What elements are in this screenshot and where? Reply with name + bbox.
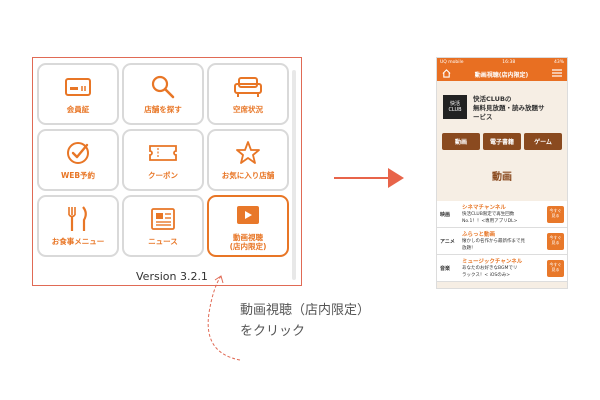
status-bar: UQ mobile 16:38 43%: [437, 58, 567, 67]
nav-title: 動画視聴(店内限定): [474, 71, 529, 79]
video-play-icon: [233, 201, 263, 229]
category-video-button[interactable]: 動画: [442, 133, 480, 150]
list-item: 映画 シネマチャンネル 快活CLUB限定で再生回数 No.1！！<専用アプリDL…: [437, 201, 567, 228]
item-info: ミュージックチャンネル あなたのお好きなBGMでリ ラックス！< iOSのみ>: [462, 257, 547, 278]
item-info: シネマチャンネル 快活CLUB限定で再生回数 No.1！！<専用アプリDL>: [462, 203, 547, 224]
tile-news[interactable]: ニュース: [122, 195, 204, 257]
fork-knife-icon: [63, 205, 93, 233]
annotation-text: 動画視聴（店内限定） をクリック: [240, 303, 371, 339]
item-info: ふらっと動画 懐かしの名作から最新作まで見 放題！: [462, 230, 547, 251]
tile-membership-card[interactable]: 会員証: [37, 63, 119, 125]
item-name[interactable]: ミュージックチャンネル: [462, 259, 523, 266]
tile-seat-availability[interactable]: 空席状況: [207, 63, 289, 125]
newspaper-icon: [148, 205, 178, 233]
brand-header: 快活 CLUB 快活CLUBの 無料見放題・読み放題サ ービス: [437, 81, 567, 133]
menu-grid-container: 会員証 店舗を探す 空席状況 WEB予約: [37, 63, 289, 257]
star-icon: [233, 139, 263, 167]
brand-logo: 快活 CLUB: [443, 95, 467, 119]
category-buttons: 動画 電子書籍 ゲーム: [437, 133, 567, 150]
list-item: アニメ ふらっと動画 懐かしの名作から最新作まで見 放題！ 今すぐ 見る: [437, 228, 567, 255]
home-icon[interactable]: [442, 68, 451, 80]
coupon-ticket-icon: [148, 139, 178, 167]
watch-now-button[interactable]: 今すぐ 見る: [547, 232, 564, 250]
item-kind: 映画: [440, 211, 451, 218]
tile-label: お気に入り店舗: [221, 171, 275, 181]
tile-coupon[interactable]: クーポン: [122, 129, 204, 191]
check-circle-icon: [63, 139, 93, 167]
watch-now-button[interactable]: 今すぐ 見る: [547, 259, 564, 277]
item-name[interactable]: シネマチャンネル: [462, 205, 506, 212]
menu-grid: 会員証 店舗を探す 空席状況 WEB予約: [37, 63, 289, 257]
hamburger-menu-icon[interactable]: [552, 69, 562, 79]
tile-label: お食事メニュー: [51, 237, 105, 247]
tile-label: 会員証: [66, 105, 90, 115]
item-description: 快活CLUB限定で再生回数 No.1！！<専用アプリDL>: [462, 212, 518, 224]
membership-card-icon: [63, 73, 93, 101]
nav-bar: 動画視聴(店内限定): [437, 67, 567, 81]
item-description: 懐かしの名作から最新作まで見 放題！: [462, 239, 525, 251]
tile-search-store[interactable]: 店舗を探す: [122, 63, 204, 125]
phone-video-screen: UQ mobile 16:38 43% 動画視聴(店内限定) 快活 CLUB 快…: [436, 57, 568, 289]
section-title: 動画: [492, 172, 512, 183]
battery-level: 43%: [553, 60, 564, 65]
watch-now-button[interactable]: 今すぐ 見る: [547, 205, 564, 223]
clock: 16:38: [502, 60, 516, 65]
item-name[interactable]: ふらっと動画: [462, 232, 496, 239]
tile-favorite-stores[interactable]: お気に入り店舗: [207, 129, 289, 191]
video-service-list: 映画 シネマチャンネル 快活CLUB限定で再生回数 No.1！！<専用アプリDL…: [437, 201, 567, 282]
item-description: あなたのお好きなBGMでリ ラックス！< iOSのみ>: [462, 266, 518, 278]
tile-web-reservation[interactable]: WEB予約: [37, 129, 119, 191]
search-icon: [148, 73, 178, 101]
annotation-pointer-arrow: [207, 275, 241, 361]
transition-arrow-icon: [334, 168, 404, 188]
tile-food-menu[interactable]: お食事メニュー: [37, 195, 119, 257]
tile-video-viewing[interactable]: 動画視聴 (店内限定): [207, 195, 289, 257]
item-kind: アニメ: [440, 238, 455, 245]
tile-label: 動画視聴 (店内限定): [229, 232, 267, 251]
tile-label: クーポン: [148, 171, 178, 181]
sofa-icon: [233, 73, 263, 101]
menu-scrollbar[interactable]: [292, 70, 296, 280]
tile-label: 空席状況: [233, 105, 263, 115]
list-item: 音楽 ミュージックチャンネル あなたのお好きなBGMでリ ラックス！< iOSの…: [437, 255, 567, 282]
category-game-button[interactable]: ゲーム: [524, 133, 562, 150]
app-menu-screen: 会員証 店舗を探す 空席状況 WEB予約: [32, 57, 302, 286]
item-kind: 音楽: [440, 265, 451, 272]
tile-label: WEB予約: [60, 171, 96, 181]
carrier-label: UQ mobile: [440, 60, 464, 65]
app-version: Version 3.2.1: [136, 270, 208, 283]
tile-label: ニュース: [148, 237, 178, 247]
brand-description: 快活CLUBの 無料見放題・読み放題サ ービス: [473, 95, 545, 121]
tile-label: 店舗を探す: [144, 105, 182, 115]
category-ebook-button[interactable]: 電子書籍: [483, 133, 521, 150]
